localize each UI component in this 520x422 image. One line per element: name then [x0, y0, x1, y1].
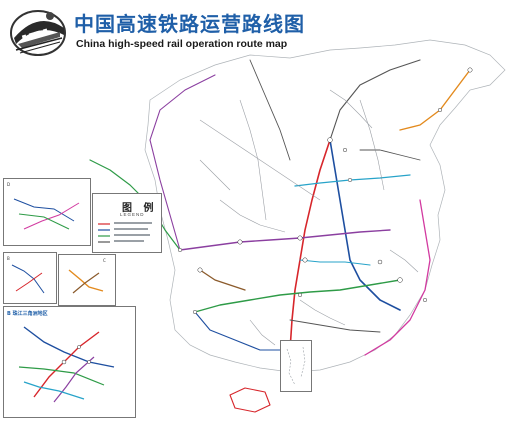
station-kunming: [192, 309, 198, 315]
legend-title: 图 例: [122, 203, 158, 214]
station-fuzhou: [422, 297, 428, 303]
inset-d-lines: [13, 198, 80, 230]
stations: [177, 67, 473, 353]
inset-c-lines: [68, 269, 104, 294]
rail-line-beijing-north: [329, 59, 421, 141]
station-beijing: [327, 137, 333, 143]
secondary-lines: [199, 89, 419, 346]
south-sea-islands: [286, 346, 306, 386]
rail-line-hainan: [229, 387, 271, 413]
inset-map-c: C: [58, 254, 116, 306]
inset-map-south-sea: [280, 340, 312, 392]
inset-d-label: D: [7, 182, 11, 187]
rail-line-grey-east: [359, 149, 421, 161]
pearl-river-lines: [18, 326, 115, 403]
map-header: 中国高速铁路运营路线图 China high-speed rail operat…: [0, 0, 520, 58]
station-harbin: [467, 67, 473, 73]
rail-line-chengdu-chongqing: [199, 269, 246, 291]
rail-line-harbin-dalian: [399, 69, 471, 131]
rail-line-xuzhou-lanzhou: [179, 229, 391, 251]
inset-map-b-small: B: [3, 252, 57, 304]
china-outline: [144, 39, 506, 373]
station-shanghai: [397, 277, 403, 283]
rail-line-qingdao-taiyuan: [294, 174, 411, 187]
inset-b-lines: [11, 264, 45, 294]
rail-line-shanghai-kunming: [194, 279, 401, 313]
station-chengdu: [197, 267, 203, 273]
inset-map-pearl-river: B 珠江三角洲地区: [3, 306, 136, 418]
station-wuhan: [302, 257, 308, 263]
inset-map-d: D: [3, 178, 91, 246]
rail-line-grey-north: [249, 59, 291, 161]
station-lanzhou: [177, 247, 183, 253]
map-subtitle: China high-speed rail operation route ma…: [76, 38, 288, 50]
legend-entries: [98, 222, 152, 243]
rail-line-lanzhou-urumqi: [149, 74, 216, 251]
rail-line-coastal: [364, 199, 431, 356]
rail-line-beijing-guangzhou: [289, 139, 331, 351]
inset-c-label: C: [103, 258, 106, 263]
station-nanjing: [377, 259, 383, 265]
train-logo-icon: [10, 10, 66, 56]
station-jinan: [347, 177, 353, 183]
rail-line-southwest: [194, 311, 291, 351]
station-shenyang: [437, 107, 443, 113]
inset-b-label: B: [7, 256, 10, 261]
station-zhengzhou: [297, 235, 303, 241]
legend-subtitle: LEGEND: [120, 212, 145, 217]
rail-line-central: [299, 259, 371, 266]
pearl-river-label: B 珠江三角洲地区: [7, 311, 48, 317]
station-tianjin: [342, 147, 348, 153]
mainland-border: [144, 39, 506, 373]
rail-line-grey-south: [289, 319, 381, 333]
station-xian: [237, 239, 243, 245]
rail-line-beijing-shanghai: [329, 139, 401, 311]
map-title: 中国高速铁路运营路线图: [74, 12, 305, 36]
station-changsha: [297, 292, 303, 298]
